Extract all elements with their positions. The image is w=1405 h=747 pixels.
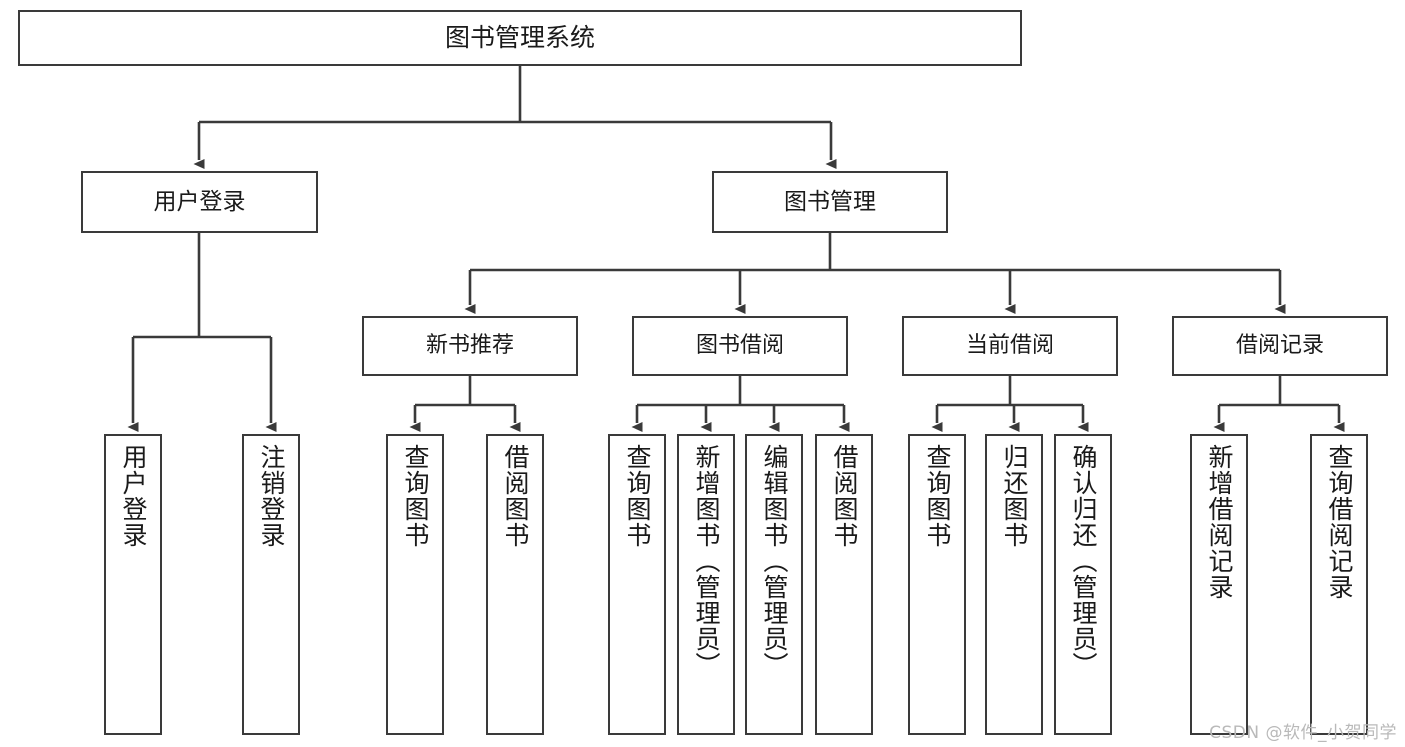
leaf-query-book-cur[interactable]: 查询图书	[908, 434, 966, 735]
leaf-borrow-book[interactable]: 借阅图书	[815, 434, 873, 735]
node-new-book-rec-label: 新书推荐	[425, 332, 514, 358]
leaf-borrow-book-rec-label: 借阅图书	[501, 444, 530, 548]
leaf-borrow-book-label: 借阅图书	[830, 444, 859, 548]
leaf-query-book-cur-label: 查询图书	[923, 444, 952, 548]
node-book-borrow-label: 图书借阅	[695, 332, 784, 358]
node-book-borrow[interactable]: 图书借阅	[632, 316, 848, 376]
leaf-confirm-return-label: 确认归还（管理员）	[1069, 444, 1098, 678]
node-root-label: 图书管理系统	[444, 22, 595, 52]
node-current-borrow-label: 当前借阅	[965, 332, 1054, 358]
leaf-user-login-label: 用户登录	[119, 444, 148, 548]
node-borrow-record[interactable]: 借阅记录	[1172, 316, 1388, 376]
leaf-add-book-label: 新增图书（管理员）	[692, 444, 721, 678]
leaf-return-book-label: 归还图书	[1000, 444, 1029, 548]
leaf-query-record-label: 查询借阅记录	[1325, 444, 1354, 600]
leaf-add-book[interactable]: 新增图书（管理员）	[677, 434, 735, 735]
node-root[interactable]: 图书管理系统	[18, 10, 1022, 66]
leaf-query-book-rec-label: 查询图书	[401, 444, 430, 548]
node-book-manage-label: 图书管理	[784, 188, 876, 215]
watermark: CSDN @软件_小贺同学	[1209, 723, 1397, 743]
leaf-query-book-label: 查询图书	[623, 444, 652, 548]
node-new-book-rec[interactable]: 新书推荐	[362, 316, 578, 376]
node-book-manage[interactable]: 图书管理	[712, 171, 948, 233]
leaf-user-login[interactable]: 用户登录	[104, 434, 162, 735]
leaf-query-record[interactable]: 查询借阅记录	[1310, 434, 1368, 735]
leaf-confirm-return[interactable]: 确认归还（管理员）	[1054, 434, 1112, 735]
leaf-edit-book[interactable]: 编辑图书（管理员）	[745, 434, 803, 735]
leaf-logout-label: 注销登录	[257, 444, 286, 548]
leaf-add-record[interactable]: 新增借阅记录	[1190, 434, 1248, 735]
node-current-borrow[interactable]: 当前借阅	[902, 316, 1118, 376]
leaf-logout[interactable]: 注销登录	[242, 434, 300, 735]
leaf-borrow-book-rec[interactable]: 借阅图书	[486, 434, 544, 735]
node-user-login-label: 用户登录	[153, 188, 246, 215]
leaf-return-book[interactable]: 归还图书	[985, 434, 1043, 735]
node-borrow-record-label: 借阅记录	[1235, 332, 1324, 358]
leaf-query-book[interactable]: 查询图书	[608, 434, 666, 735]
leaf-query-book-rec[interactable]: 查询图书	[386, 434, 444, 735]
leaf-add-record-label: 新增借阅记录	[1205, 444, 1234, 600]
node-user-login[interactable]: 用户登录	[81, 171, 318, 233]
leaf-edit-book-label: 编辑图书（管理员）	[760, 444, 789, 678]
